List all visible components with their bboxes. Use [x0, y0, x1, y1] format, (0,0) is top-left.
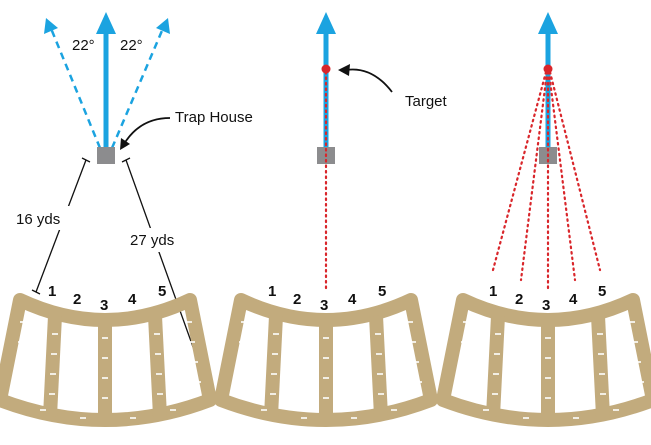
panel-1-angles-distances: 22° 22° Trap House 16 yds 27 yds 1 2 3 4…: [0, 12, 253, 422]
arrow-up-icon: [44, 18, 58, 34]
shooting-stations-pad: [0, 300, 210, 422]
station-number-3: 3: [100, 297, 108, 314]
station-number-2: 2: [515, 291, 523, 308]
shot-line-station-1: [491, 70, 548, 272]
target-dot-icon: [321, 64, 331, 74]
angle-right-label: 22°: [120, 37, 143, 54]
arrow-up-icon: [96, 12, 116, 34]
station-number-1: 1: [48, 283, 56, 300]
station-number-4: 4: [348, 291, 357, 308]
angle-left-label: 22°: [72, 37, 95, 54]
station-number-5: 5: [158, 283, 166, 300]
arrow-up-icon: [156, 18, 170, 34]
trap-house-label: Trap House: [175, 109, 253, 126]
station-number-2: 2: [73, 291, 81, 308]
arrow-pointer-icon: [338, 64, 350, 76]
shot-line-station-5: [548, 70, 602, 272]
target-pointer: [345, 68, 393, 93]
shooting-stations-pad: [443, 300, 651, 422]
station-number-1: 1: [489, 283, 497, 300]
station-number-2: 2: [293, 291, 301, 308]
arrow-pointer-icon: [120, 138, 130, 150]
station-number-5: 5: [378, 283, 386, 300]
distance-27-label: 27 yds: [130, 232, 174, 249]
station-number-1: 1: [268, 283, 276, 300]
station-number-3: 3: [320, 297, 328, 314]
target-label: Target: [405, 93, 448, 110]
shooting-stations-pad: [221, 300, 431, 422]
trap-house-pointer: [123, 117, 171, 145]
station-number-3: 3: [542, 297, 550, 314]
panel-3-all-stations: 1 2 3 4 5: [443, 12, 651, 422]
distance-16-label: 16 yds: [16, 211, 60, 228]
station-number-4: 4: [128, 291, 137, 308]
arrow-up-icon: [538, 12, 558, 34]
left-angle-line: [48, 25, 102, 149]
arrow-up-icon: [316, 12, 336, 34]
right-angle-line: [110, 25, 166, 149]
shot-line-station-2: [519, 70, 549, 282]
panel-2-target: Target 1 2 3 4 5: [221, 12, 448, 422]
target-dot-icon: [543, 64, 553, 74]
station-number-5: 5: [598, 283, 606, 300]
station-number-4: 4: [569, 291, 578, 308]
shot-line-station-4: [547, 70, 577, 282]
trap-house-icon: [97, 147, 115, 164]
